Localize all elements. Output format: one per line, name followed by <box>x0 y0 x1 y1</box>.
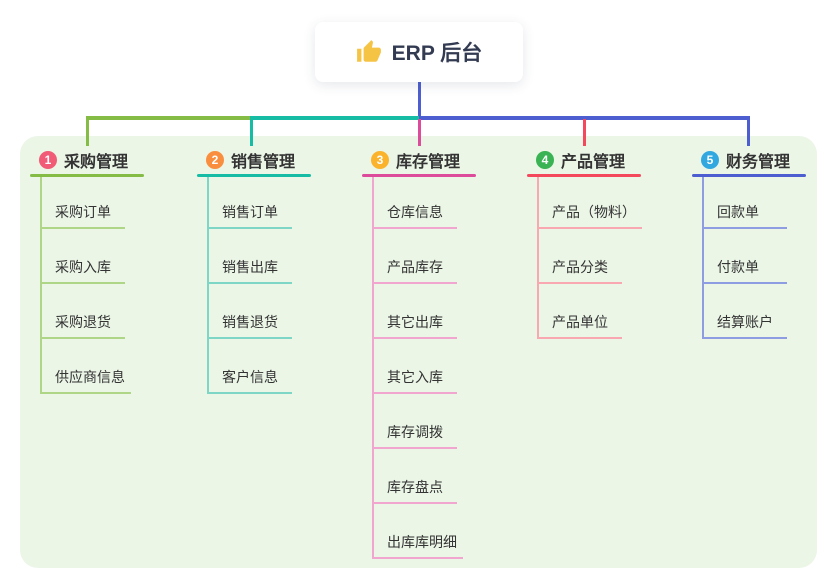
node-purchase-order[interactable]: 采购订单 <box>40 201 125 229</box>
root-node[interactable]: ERP 后台 <box>315 22 523 82</box>
badge-5: 5 <box>701 151 719 169</box>
node-label: 付款单 <box>717 259 759 275</box>
connector-drop-purchase <box>86 116 89 146</box>
node-label: 结算账户 <box>717 314 773 330</box>
badge-1: 1 <box>39 151 57 169</box>
badge-4: 4 <box>536 151 554 169</box>
branch-inventory-stem <box>372 177 374 559</box>
node-label: 产品（物料） <box>552 204 636 220</box>
node-label: 产品库存 <box>387 259 443 275</box>
branch-inventory-underline <box>362 174 476 177</box>
branch-finance: 5 财务管理 回款单 付款单 结算账户 <box>692 146 807 339</box>
node-customer-info[interactable]: 客户信息 <box>207 366 292 394</box>
node-label: 其它出库 <box>387 314 443 330</box>
node-label: 其它入库 <box>387 369 443 385</box>
node-sales-outbound[interactable]: 销售出库 <box>207 256 292 284</box>
root-stem-line <box>418 82 421 118</box>
node-outbound-detail[interactable]: 出库库明细 <box>372 531 463 559</box>
node-label: 销售出库 <box>222 259 278 275</box>
branch-inventory-header[interactable]: 3 库存管理 <box>362 146 477 174</box>
branch-sales-underline <box>197 174 311 177</box>
node-supplier-info[interactable]: 供应商信息 <box>40 366 131 394</box>
node-product-category[interactable]: 产品分类 <box>537 256 622 284</box>
branch-inventory-label: 库存管理 <box>396 154 461 171</box>
branch-product-stem <box>537 177 539 339</box>
node-warehouse-info[interactable]: 仓库信息 <box>372 201 457 229</box>
badge-3: 3 <box>371 151 389 169</box>
node-payment-order[interactable]: 付款单 <box>702 256 787 284</box>
branch-purchase-header[interactable]: 1 采购管理 <box>30 146 145 174</box>
node-product-unit[interactable]: 产品单位 <box>537 311 622 339</box>
diagram-background-panel <box>20 136 817 568</box>
node-label: 库存盘点 <box>387 479 443 495</box>
node-label: 回款单 <box>717 204 759 220</box>
node-sales-order[interactable]: 销售订单 <box>207 201 292 229</box>
badge-2: 2 <box>206 151 224 169</box>
connector-drop-sales <box>250 119 253 146</box>
branch-sales-header[interactable]: 2 销售管理 <box>197 146 312 174</box>
node-other-inbound[interactable]: 其它入库 <box>372 366 457 394</box>
connector-drop-inventory <box>418 119 421 146</box>
node-label: 库存调拨 <box>387 424 443 440</box>
connector-drop-finance <box>747 116 750 146</box>
connector-rail-left <box>86 116 250 120</box>
node-product-stock[interactable]: 产品库存 <box>372 256 457 284</box>
branch-inventory: 3 库存管理 仓库信息 产品库存 其它出库 其它入库 库存调拨 库存盘点 出库库… <box>362 146 477 559</box>
branch-purchase-stem <box>40 177 42 394</box>
branch-finance-header[interactable]: 5 财务管理 <box>692 146 807 174</box>
node-settlement-account[interactable]: 结算账户 <box>702 311 787 339</box>
node-label: 出库库明细 <box>387 534 457 550</box>
branch-product-label: 产品管理 <box>561 154 626 171</box>
branch-purchase-underline <box>30 174 144 177</box>
node-label: 采购订单 <box>55 204 111 220</box>
node-label: 采购入库 <box>55 259 111 275</box>
root-node-label: ERP 后台 <box>391 42 483 65</box>
branch-sales-stem <box>207 177 209 394</box>
node-product-material[interactable]: 产品（物料） <box>537 201 642 229</box>
node-label: 销售退货 <box>222 314 278 330</box>
branch-purchase: 1 采购管理 采购订单 采购入库 采购退货 供应商信息 <box>30 146 145 394</box>
branch-sales-label: 销售管理 <box>231 154 296 171</box>
node-other-outbound[interactable]: 其它出库 <box>372 311 457 339</box>
branch-finance-stem <box>702 177 704 339</box>
branch-product-header[interactable]: 4 产品管理 <box>527 146 642 174</box>
node-label: 产品分类 <box>552 259 608 275</box>
node-label: 供应商信息 <box>55 369 125 385</box>
node-purchase-return[interactable]: 采购退货 <box>40 311 125 339</box>
node-stock-taking[interactable]: 库存盘点 <box>372 476 457 504</box>
branch-product: 4 产品管理 产品（物料） 产品分类 产品单位 <box>527 146 642 339</box>
node-receipt-order[interactable]: 回款单 <box>702 201 787 229</box>
node-label: 产品单位 <box>552 314 608 330</box>
node-label: 销售订单 <box>222 204 278 220</box>
branch-purchase-label: 采购管理 <box>64 154 129 171</box>
connector-rail-center <box>250 116 419 120</box>
node-label: 采购退货 <box>55 314 111 330</box>
thumbs-up-icon <box>356 40 381 62</box>
connector-rail-right <box>419 116 750 120</box>
branch-finance-underline <box>692 174 806 177</box>
branch-finance-label: 财务管理 <box>726 154 791 171</box>
node-label: 仓库信息 <box>387 204 443 220</box>
node-purchase-inbound[interactable]: 采购入库 <box>40 256 125 284</box>
branch-product-underline <box>527 174 641 177</box>
node-label: 客户信息 <box>222 369 278 385</box>
node-sales-return[interactable]: 销售退货 <box>207 311 292 339</box>
branch-sales: 2 销售管理 销售订单 销售出库 销售退货 客户信息 <box>197 146 312 394</box>
connector-drop-product <box>583 119 586 146</box>
node-stock-transfer[interactable]: 库存调拨 <box>372 421 457 449</box>
